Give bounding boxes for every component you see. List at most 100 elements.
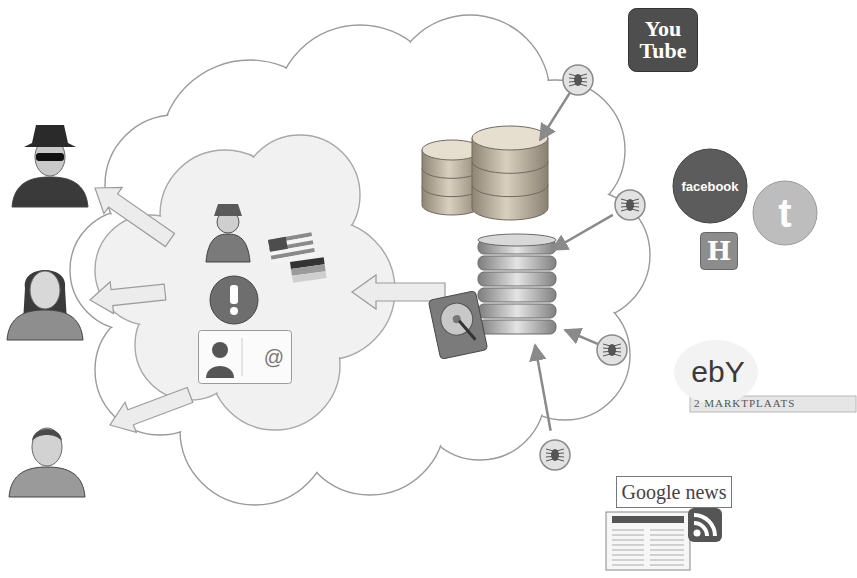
server-unit [478,256,556,270]
drive-case [428,291,487,360]
spy-hat [24,125,76,147]
drive-arm [459,318,475,342]
crawler-icon [563,65,593,95]
man-icon [9,428,85,497]
logo-circle [753,181,817,245]
spider-body [608,344,616,356]
logo-text: t [778,193,791,233]
crawler-icon [540,440,570,470]
cylinder-top [472,126,548,150]
rss-dot [694,530,701,537]
paper-line [612,560,644,561]
server-unit [478,272,556,286]
logo-text: facebook [681,180,738,193]
silhouette-body [206,366,234,378]
marktplaats-bar [690,396,856,412]
logo-text: Google news [622,482,727,502]
card-divider [242,338,243,376]
server-top [478,234,556,246]
person-body [12,177,88,207]
spider-body [551,449,559,461]
man-hair [32,429,62,441]
logo-text: H [707,238,732,264]
cylinder-ring [472,161,548,173]
outer-cloud [70,15,650,505]
person-head [30,271,60,309]
crawl-arrow [535,345,551,431]
spider-body [574,74,582,86]
paper-sheet [606,512,690,570]
paper-line [612,555,644,556]
spy-glasses [36,153,64,161]
logo-circle [673,149,747,223]
crawler-icon [615,190,645,220]
paper-line [650,560,684,561]
server-unit [478,288,556,302]
paper-line [650,565,684,566]
rss-box [688,508,722,542]
alert-circle [210,276,258,324]
logo-box [629,9,698,72]
paper-line [650,535,684,536]
alert-dot [230,307,238,315]
rss-wave [694,523,707,536]
paper-line [650,540,684,541]
paper-line [650,545,684,546]
block-arrow [110,388,193,433]
logo-text: ebY [691,357,744,387]
crawler-badge [615,190,645,220]
crawler-badge [540,440,570,470]
paper-line [650,530,684,531]
flags [268,232,315,263]
agent-figure [206,204,250,262]
flag-canton [268,237,288,252]
twitter-logo: t [752,180,818,246]
server-stack [478,234,556,334]
spy-icon [12,125,88,207]
woman-icon [7,270,83,340]
google-news-logo: Google news [616,476,732,508]
paper-masthead [612,516,684,523]
logo-text: @ [264,347,284,367]
marktplaats-text: 2 MARKTPLAATS [694,397,795,409]
server-unit [478,304,556,318]
newspaper [606,512,690,570]
crawl-arrow [552,215,613,250]
paper-line [612,535,644,536]
logo-text: You Tube [628,18,698,62]
hard-drive [428,291,487,360]
paper-line [650,550,684,551]
flags [290,257,327,283]
flag-stripe [292,271,327,283]
alert-icon [210,276,258,324]
logo-box [701,233,738,270]
ebay-logo: ebY [682,350,754,394]
logo-glow [674,340,758,404]
agent-body [206,234,250,262]
youtube-logo: You Tube [628,8,698,72]
paper-line [612,565,644,566]
agent-hat [214,204,242,216]
alert-bar [230,285,238,304]
block-arrow [95,187,175,246]
silhouette-head [212,342,228,358]
person-head [32,428,62,466]
hyves-logo: H [700,232,738,270]
crawl-arrow [565,330,602,346]
paper-line [650,555,684,556]
person-body [9,467,85,497]
crawler-badge [597,335,627,365]
paper-line [612,530,644,531]
profile-card: @ [198,330,292,384]
spider-body [626,199,634,211]
crawler-badge [563,65,593,95]
facebook-logo: facebook [672,148,748,224]
paper-line [612,550,644,551]
block-arrow [90,282,166,314]
inner-cloud [95,135,395,430]
rss-icon [688,508,722,542]
crawl-arrow [540,93,570,140]
logo-box [199,331,292,384]
